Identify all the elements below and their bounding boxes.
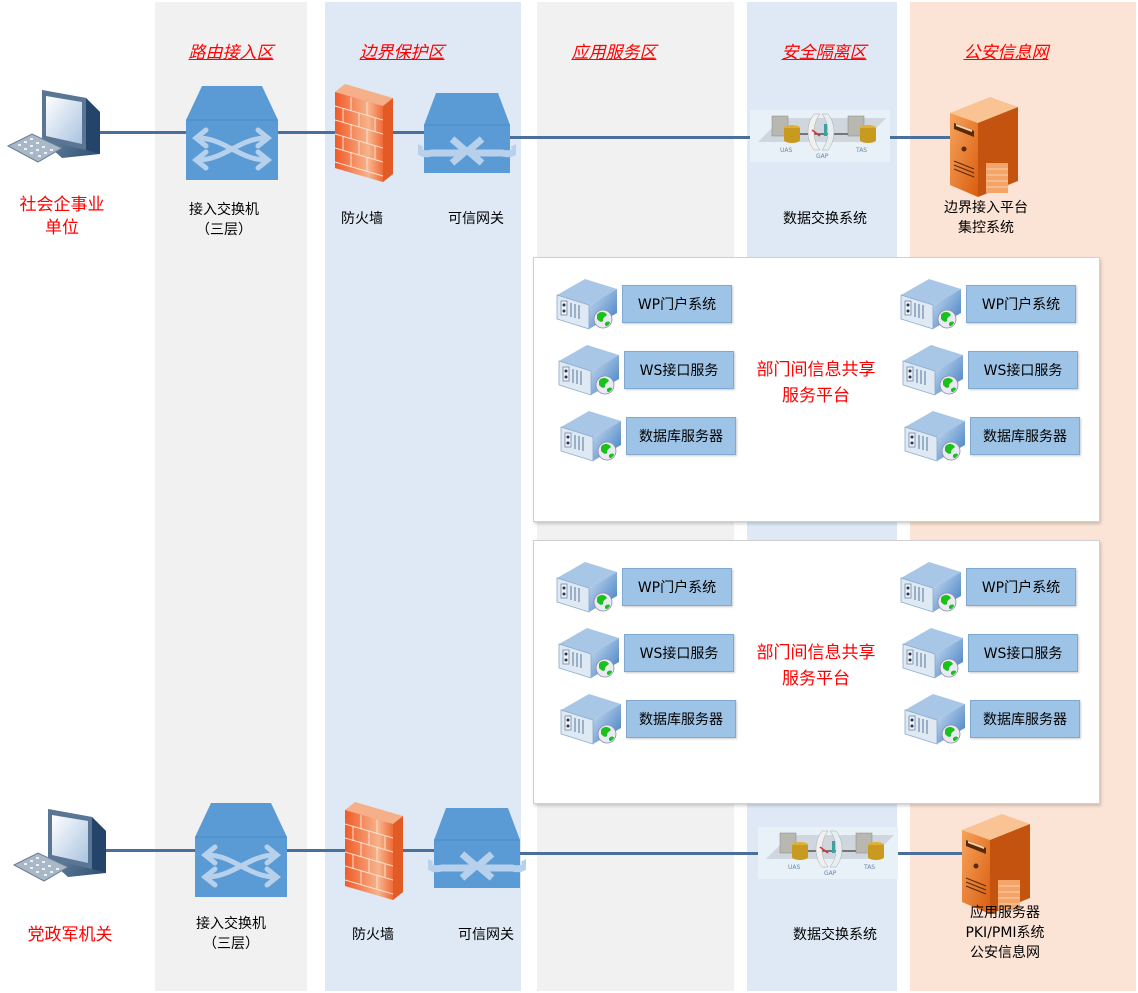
switch-label-line2: （三层）: [196, 222, 252, 238]
zone-title-security-isolation: 安全隔离区: [781, 43, 867, 63]
trusted-gateway-icon[interactable]: [418, 93, 516, 175]
gap-label: GAP: [816, 153, 829, 160]
platform-title: 部门间信息共享服务平台: [736, 640, 896, 692]
rack-server-icon: [553, 275, 621, 335]
tas-label: TAS: [863, 864, 875, 871]
desktop-computer-icon: [6, 90, 100, 163]
target-label: 边界接入平台 集控系统: [944, 198, 1028, 238]
target-label-line1: 边界接入平台: [944, 200, 1028, 216]
link-line: [278, 131, 338, 134]
rack-server-icon: [555, 341, 623, 401]
service-box[interactable]: WS接口服务: [624, 351, 734, 389]
rack-server-icon: [899, 341, 967, 401]
platform-title-line1: 部门间信息共享: [756, 643, 876, 663]
tas-label: TAS: [855, 147, 867, 154]
service-box[interactable]: 数据库服务器: [970, 417, 1080, 455]
link-line: [388, 131, 428, 134]
gap-label: GAP: [824, 870, 837, 877]
firewall-icon[interactable]: [343, 802, 403, 902]
link-line: [104, 849, 199, 852]
link-line: [398, 849, 438, 852]
zone-title-application-service: 应用服务区: [571, 43, 657, 63]
target-label: 应用服务器 PKI/PMI系统 公安信息网: [965, 903, 1044, 963]
rack-server-icon: [897, 275, 965, 335]
service-box[interactable]: WP门户系统: [966, 568, 1076, 606]
gateway-label: 可信网关: [458, 927, 514, 943]
link-line: [285, 849, 347, 852]
source-label: 社会企事业 单位: [20, 194, 105, 240]
target-label-line3: 公安信息网: [970, 945, 1040, 961]
service-box[interactable]: 数据库服务器: [626, 417, 736, 455]
server-tower-icon[interactable]: [958, 812, 1034, 916]
link-line: [518, 852, 763, 855]
service-box[interactable]: WP门户系统: [622, 568, 732, 606]
rack-server-icon: [897, 558, 965, 618]
switch-label-line2: （三层）: [203, 936, 259, 952]
target-label-line2: PKI/PMI系统: [965, 925, 1045, 941]
target-label-line2: 集控系统: [958, 220, 1014, 236]
switch-label-line1: 接入交换机: [196, 916, 266, 932]
gateway-label: 可信网关: [448, 211, 504, 227]
source-label: 党政军机关: [27, 925, 113, 945]
service-box[interactable]: WS接口服务: [968, 634, 1078, 672]
link-line: [98, 131, 186, 134]
exchange-label: 数据交换系统: [783, 211, 867, 227]
rack-server-icon: [899, 624, 967, 684]
platform-title-line2: 服务平台: [782, 386, 850, 406]
zone-title-police-network: 公安信息网: [963, 43, 1049, 63]
platform-title-line1: 部门间信息共享: [756, 360, 876, 380]
service-box[interactable]: WP门户系统: [966, 285, 1076, 323]
source-label-line1: 社会企事业: [19, 195, 105, 215]
service-box[interactable]: 数据库服务器: [970, 700, 1080, 738]
switch-label: 接入交换机 （三层）: [189, 200, 259, 240]
server-tower-icon[interactable]: [946, 95, 1022, 199]
zone-title-border-protection: 边界保护区: [359, 43, 445, 63]
rack-server-icon: [901, 690, 969, 750]
rack-server-icon: [901, 407, 969, 467]
firewall-label: 防火墙: [352, 927, 394, 943]
target-label-line1: 应用服务器: [970, 905, 1040, 921]
layer3-switch-icon[interactable]: [193, 803, 289, 899]
firewall-icon[interactable]: [333, 84, 393, 184]
uas-label: UAS: [788, 864, 800, 871]
service-box[interactable]: 数据库服务器: [626, 700, 736, 738]
platform-title: 部门间信息共享服务平台: [736, 357, 896, 409]
rack-server-icon: [557, 690, 625, 750]
switch-label-line1: 接入交换机: [189, 202, 259, 218]
service-box[interactable]: WS接口服务: [968, 351, 1078, 389]
rack-server-icon: [555, 624, 623, 684]
exchange-label: 数据交换系统: [793, 927, 877, 943]
desktop-computer-icon: [12, 809, 106, 882]
link-line: [885, 136, 955, 139]
firewall-label: 防火墙: [341, 211, 383, 227]
trusted-gateway-icon[interactable]: [428, 808, 526, 890]
layer3-switch-icon[interactable]: [184, 86, 280, 182]
service-box[interactable]: WP门户系统: [622, 285, 732, 323]
platform-title-line2: 服务平台: [782, 669, 850, 689]
rack-server-icon: [553, 558, 621, 618]
uas-label: UAS: [780, 147, 792, 154]
gap-exchange-icon[interactable]: UAS GAP TAS: [758, 827, 898, 879]
link-line: [510, 136, 755, 139]
zone-title-route-access: 路由接入区: [188, 43, 274, 63]
rack-server-icon: [557, 407, 625, 467]
source-label-line2: 单位: [45, 218, 79, 238]
service-box[interactable]: WS接口服务: [624, 634, 734, 672]
gap-exchange-icon[interactable]: UAS GAP TAS: [750, 110, 890, 162]
switch-label: 接入交换机 （三层）: [196, 914, 266, 954]
link-line: [895, 852, 965, 855]
